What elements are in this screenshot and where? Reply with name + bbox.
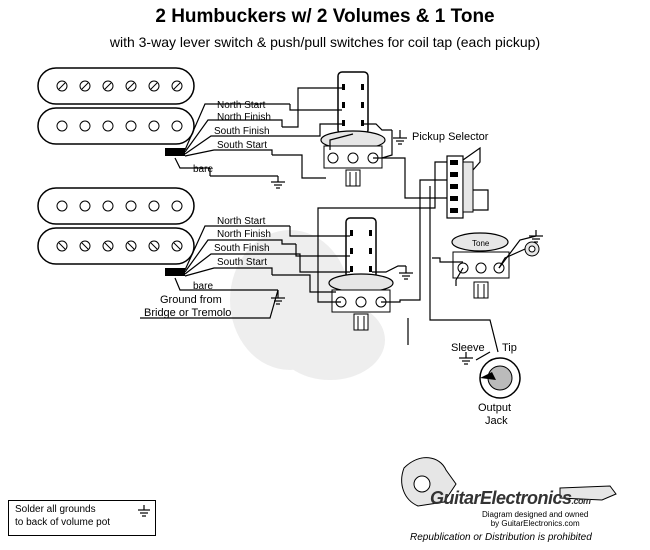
bridge-volume-pot [328, 217, 394, 331]
tone-label: Tone [472, 239, 490, 248]
pickup-selector-switch [446, 155, 474, 219]
brand-logo-icon [401, 457, 617, 507]
ground-icon [271, 176, 285, 189]
neck-switch-lugs [342, 84, 364, 126]
neck-pot-lugs [323, 145, 383, 187]
neck-humbucker [37, 67, 195, 156]
bridge-south-finish-label: South Finish [214, 243, 270, 254]
neck-south-start-label: South Start [217, 140, 267, 151]
note-line-2: to back of volume pot [15, 517, 111, 528]
circuit-wires [272, 87, 537, 361]
bridge-cable-jacket [165, 268, 185, 276]
neck-cable-jacket [165, 148, 185, 156]
output-jack-label: Output [478, 402, 511, 414]
sleeve-label: Sleeve [451, 342, 485, 354]
designed-by-text: Diagram designed and owned by GuitarElec… [482, 510, 588, 528]
note-ground-icon [138, 505, 150, 517]
ground-icon [459, 352, 473, 365]
diagram-subtitle: with 3-way lever switch & push/pull swit… [109, 34, 541, 50]
bridge-north-start-label: North Start [217, 216, 266, 227]
output-jack [479, 357, 521, 399]
ground-icon [271, 290, 285, 305]
neck-south-coil [37, 107, 195, 145]
bridge-lead-wires [140, 225, 296, 319]
output-jack-label-2: Jack [485, 415, 508, 427]
bridge-bare-label: bare [193, 281, 213, 292]
bridge-south-coil [37, 227, 195, 265]
bridge-screw-poles [56, 240, 183, 252]
bridge-south-start-label: South Start [217, 257, 267, 268]
ground-from-label: Ground from [160, 294, 222, 306]
bridge-tremolo-label: Bridge or Tremolo [144, 307, 231, 319]
neck-south-finish-label: South Finish [214, 126, 270, 137]
bridge-switch-lugs [350, 230, 372, 272]
tone-capacitor-icon [524, 241, 540, 257]
tone-pot-body [451, 232, 509, 252]
tone-pot-lugs [457, 262, 505, 299]
note-line-1: Solder all grounds [15, 504, 96, 515]
brand-logo-suffix: .com [571, 496, 592, 506]
designed-line-1: Diagram designed and owned [482, 510, 589, 519]
neck-north-finish-label: North Finish [217, 112, 271, 123]
neck-slug-poles [56, 120, 183, 132]
bridge-pot-body [328, 273, 394, 293]
bridge-slug-poles [56, 200, 183, 212]
neck-screw-poles [56, 80, 183, 92]
bridge-humbucker [37, 187, 195, 276]
bridge-north-coil [37, 187, 195, 225]
neck-lead-wires [174, 103, 290, 177]
brand-logo-text: GuitarElectronics [430, 488, 572, 508]
bridge-pot-lugs [331, 289, 391, 331]
pickup-selector-label: Pickup Selector [412, 131, 489, 143]
brand-name: GuitarElectronics.com [430, 488, 615, 509]
diagram-title: 2 Humbuckers w/ 2 Volumes & 1 Tone [155, 6, 495, 27]
bridge-north-finish-label: North Finish [217, 229, 271, 240]
rights-text: Republication or Distribution is prohibi… [410, 532, 592, 543]
neck-north-coil [37, 67, 195, 105]
selector-lugs [450, 160, 458, 213]
ground-icon [399, 266, 413, 280]
solder-grounds-note: Solder all grounds to back of volume pot [8, 500, 156, 536]
tip-label: Tip [502, 342, 517, 354]
ground-icon [529, 230, 543, 243]
ground-icon [393, 130, 407, 145]
tone-pot [451, 232, 510, 299]
watermark-guitar [230, 230, 385, 380]
designed-line-2: by GuitarElectronics.com [490, 519, 580, 528]
neck-volume-pot [320, 71, 386, 187]
neck-bare-label: bare [193, 164, 213, 175]
neck-north-start-label: North Start [217, 100, 266, 111]
